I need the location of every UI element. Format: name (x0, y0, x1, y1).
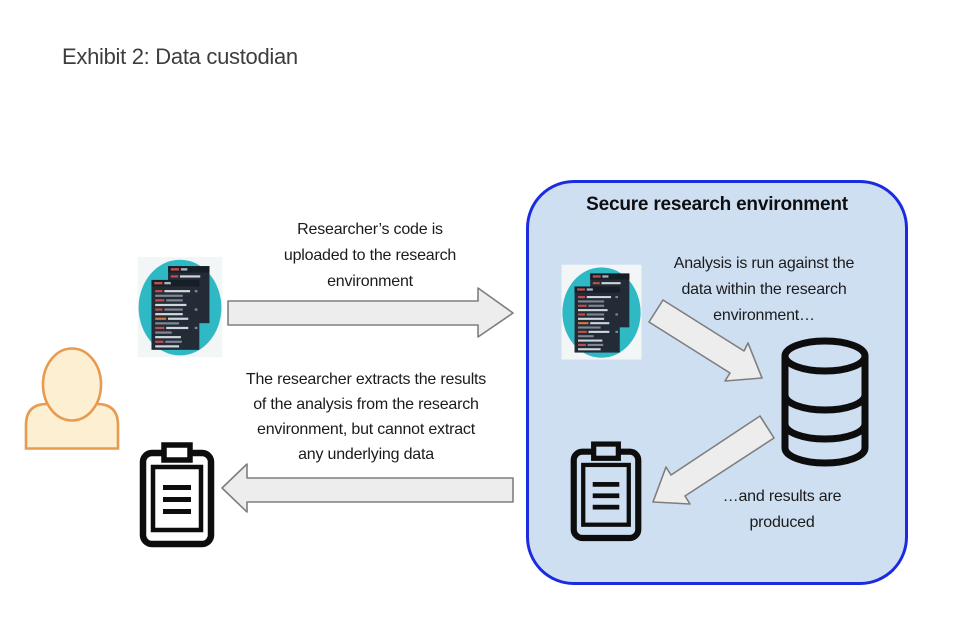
secure-research-environment-box: Secure research environment (526, 180, 908, 585)
code-editor-icon (558, 263, 645, 363)
database-icon (780, 336, 870, 468)
code-editor-icon (134, 255, 226, 361)
secure-box-title: Secure research environment (586, 194, 848, 215)
extract-flow-label: The researcher extracts the results of t… (245, 371, 487, 463)
user-icon (23, 347, 121, 450)
page-title: Exhibit 2: Data custodian (62, 44, 298, 69)
upload-flow-label: Researcher’s code is uploaded to the res… (283, 221, 457, 290)
results-flow-label: …and results are produced (722, 488, 842, 531)
arrow-left-icon (221, 463, 514, 513)
clipboard-icon (138, 441, 216, 549)
analysis-flow-label: Analysis is run against the data within … (673, 255, 855, 324)
arrow-right-icon (227, 287, 514, 338)
clipboard-icon (569, 440, 643, 543)
